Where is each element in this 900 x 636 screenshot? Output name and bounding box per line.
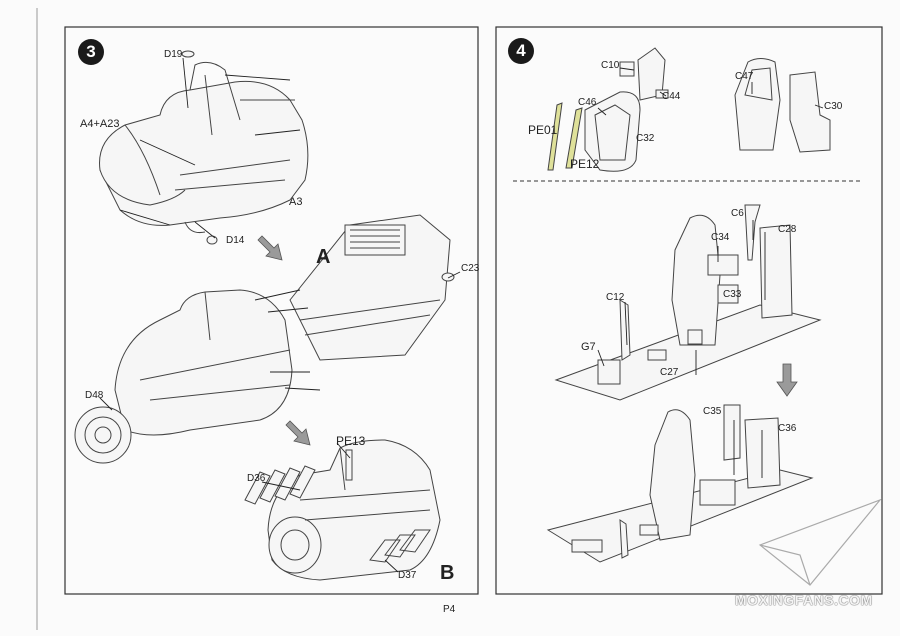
part-label-c35: C35	[703, 406, 722, 417]
arrow-to-assembly-b	[285, 420, 311, 446]
step-3-badge: 3	[78, 39, 104, 65]
part-label-c12: C12	[606, 292, 625, 303]
cockpit-floor-drawing-lower	[546, 404, 814, 563]
part-label-d14: D14	[226, 235, 245, 246]
part-label-pe01: PE01	[528, 123, 558, 137]
page-number: P4	[443, 604, 456, 615]
part-label-c6: C6	[731, 208, 744, 219]
arrow-to-completed-cockpit	[776, 363, 798, 397]
part-label-c47: C47	[735, 71, 754, 82]
part-label-c10: C10	[601, 60, 620, 71]
part-label-pe12: PE12	[570, 157, 600, 171]
part-label-d19: D19	[164, 49, 183, 60]
fuselage-nose-drawing-bottom	[244, 439, 441, 581]
fuselage-nose-drawing-top	[99, 50, 309, 245]
cockpit-floor-drawing-upper	[554, 204, 822, 401]
part-label-pe13: PE13	[336, 434, 366, 448]
step-4-badge: 4	[508, 38, 534, 64]
step3-frame	[64, 26, 479, 595]
part-label-c28: C28	[778, 224, 797, 235]
watermark-text: MOXINGFANS.COM	[735, 592, 873, 608]
part-label-c33: C33	[723, 289, 742, 300]
part-label-a3: A3	[289, 196, 303, 208]
part-label-d37: D37	[398, 570, 417, 581]
part-label-g7: G7	[581, 341, 596, 353]
part-label-c32: C32	[636, 133, 655, 144]
part-label-c30: C30	[824, 101, 843, 112]
part-label-c36: C36	[778, 423, 797, 434]
part-label-c44: C44	[662, 91, 681, 102]
subassembly-a-label: A	[316, 246, 331, 268]
arrow-to-assembly-a	[257, 235, 283, 261]
part-label-d48: D48	[85, 390, 104, 401]
seat-parts-drawing	[547, 47, 831, 172]
part-label-a4-a23: A4+A23	[80, 118, 120, 130]
part-label-d36: D36	[247, 473, 266, 484]
step4-frame	[495, 26, 883, 595]
part-label-c46: C46	[578, 97, 597, 108]
fuselage-nose-drawing-middle	[74, 214, 455, 464]
watermark-logo	[758, 498, 882, 586]
subassembly-b-label: B	[440, 562, 455, 584]
assembly-leader-lines	[99, 57, 824, 573]
part-label-c27: C27	[660, 367, 679, 378]
part-label-c34: C34	[711, 232, 730, 243]
part-label-c23: C23	[461, 263, 480, 274]
